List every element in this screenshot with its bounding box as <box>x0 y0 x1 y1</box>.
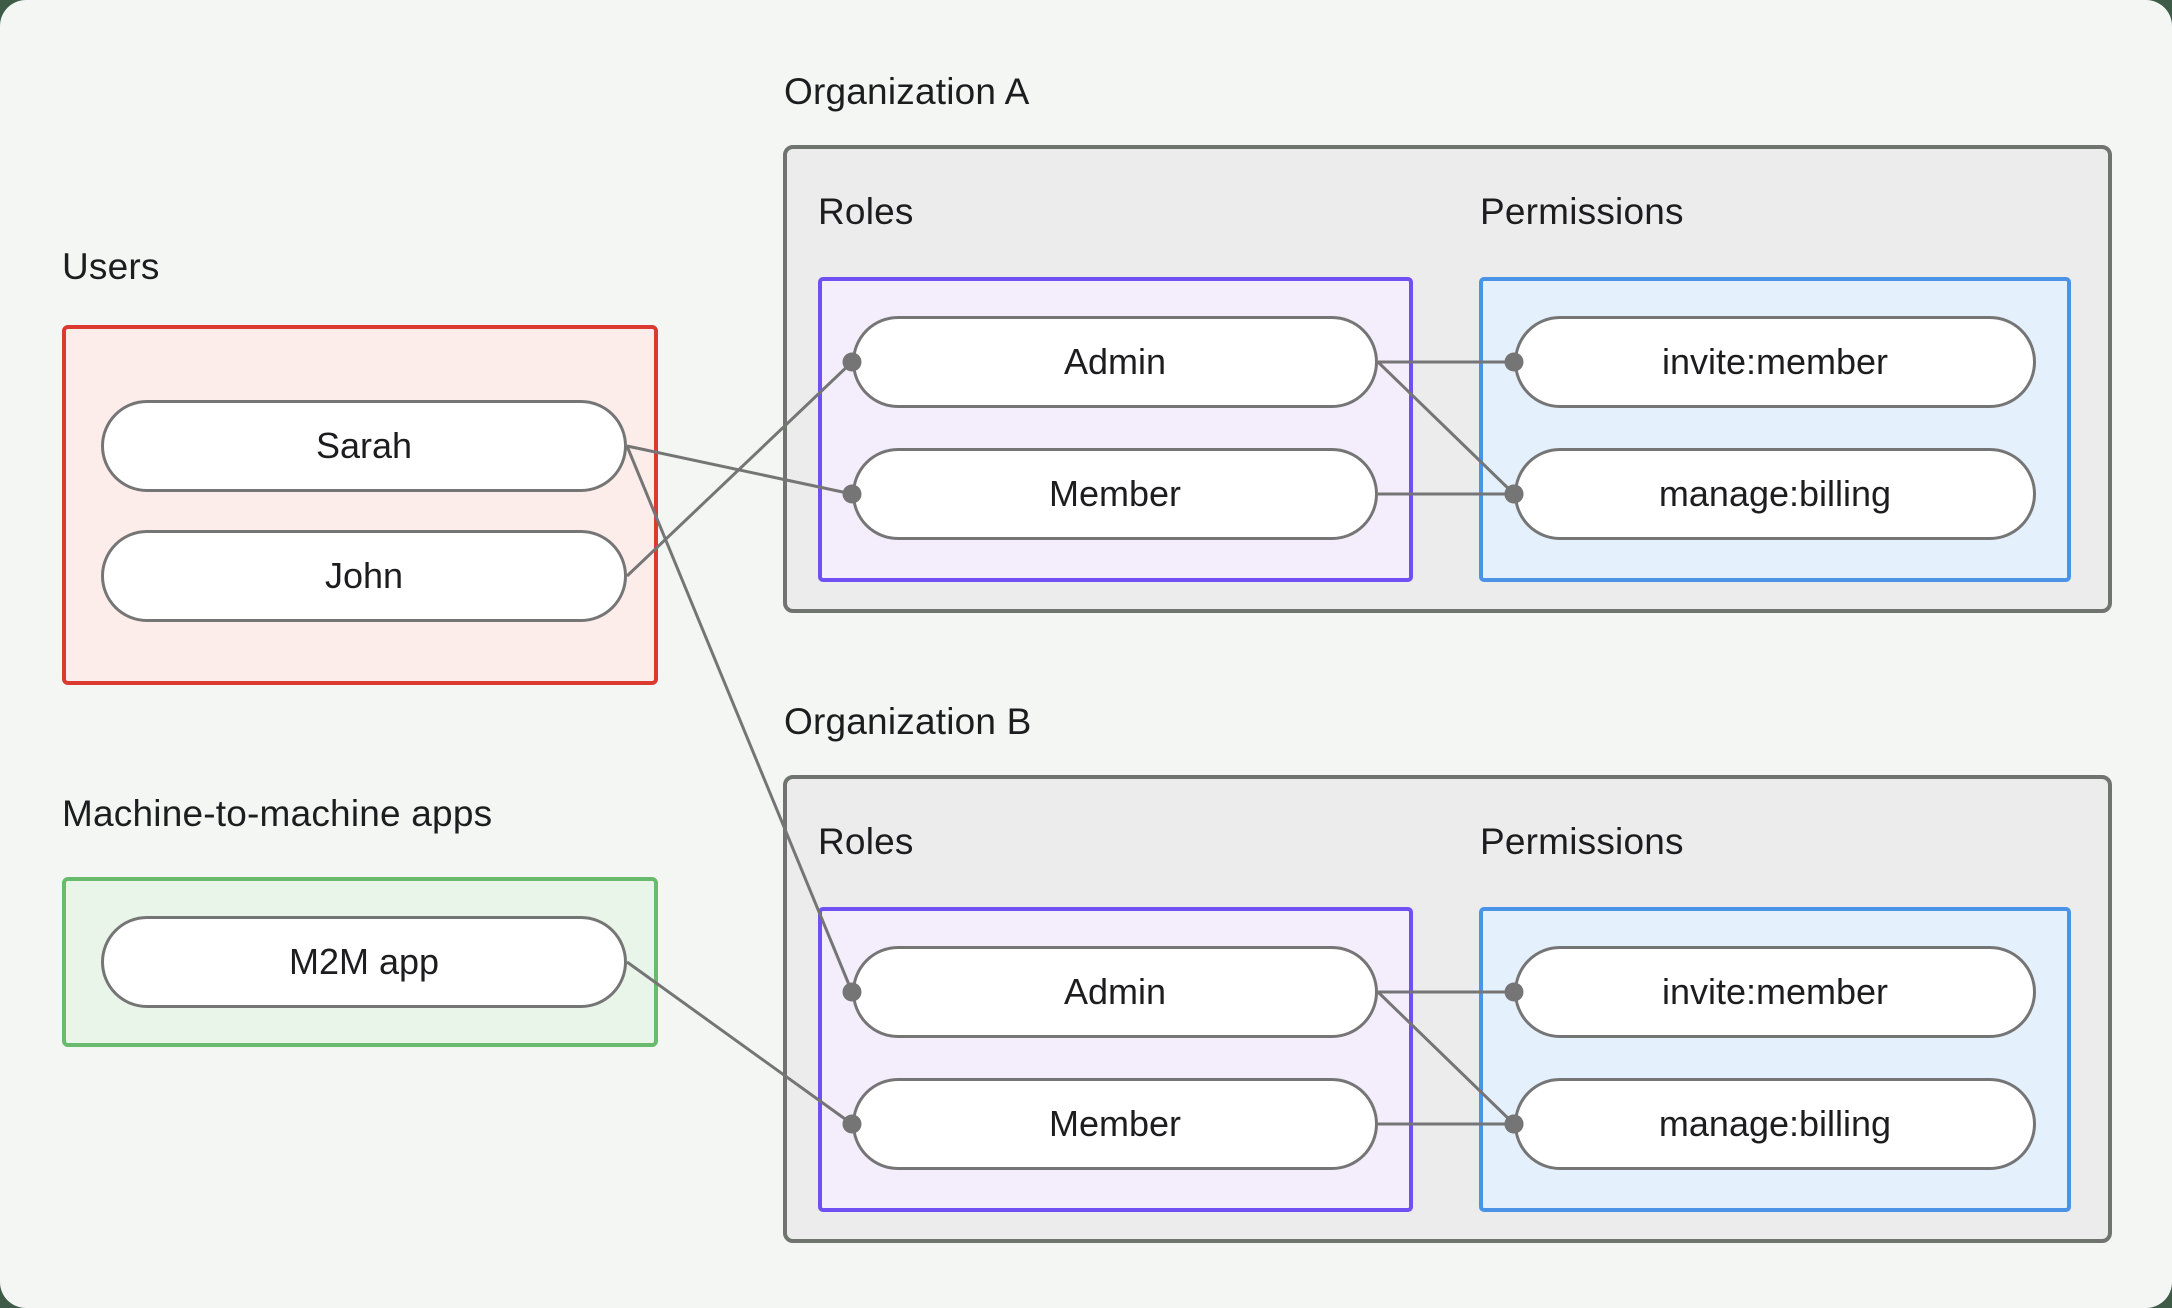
node-m2m-app: M2M app <box>101 916 627 1008</box>
users-group-box: Sarah John <box>62 325 658 685</box>
node-org-b-member: Member <box>852 1078 1378 1170</box>
org-a-title: Organization A <box>784 71 1030 112</box>
node-org-a-manage-billing: manage:billing <box>1514 448 2036 540</box>
org-b-roles-label: Roles <box>818 821 914 862</box>
org-b-title: Organization B <box>784 701 1032 742</box>
users-group-label: Users <box>62 246 160 287</box>
node-org-b-manage-billing: manage:billing <box>1514 1078 2036 1170</box>
node-sarah: Sarah <box>101 400 627 492</box>
org-a-roles-label: Roles <box>818 191 914 232</box>
org-b-permissions-label: Permissions <box>1480 821 1684 862</box>
node-org-a-member: Member <box>852 448 1378 540</box>
node-john: John <box>101 530 627 622</box>
node-org-a-admin: Admin <box>852 316 1378 408</box>
m2m-group-box: M2M app <box>62 877 658 1047</box>
org-a-permissions-label: Permissions <box>1480 191 1684 232</box>
node-org-b-admin: Admin <box>852 946 1378 1038</box>
node-org-b-invite-member: invite:member <box>1514 946 2036 1038</box>
m2m-group-label: Machine-to-machine apps <box>62 793 493 834</box>
node-org-a-invite-member: invite:member <box>1514 316 2036 408</box>
